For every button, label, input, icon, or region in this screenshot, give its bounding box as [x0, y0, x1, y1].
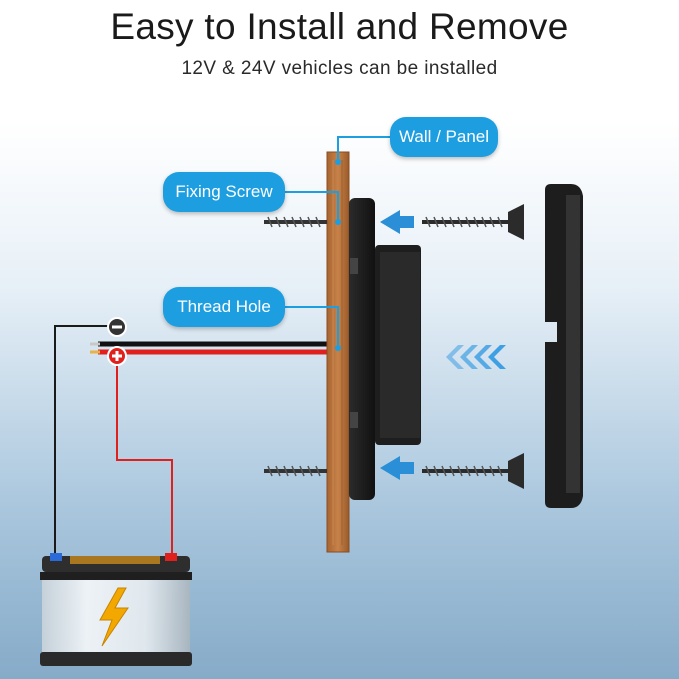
arrow-left-icon: [380, 456, 414, 480]
front-cover: [545, 184, 583, 508]
battery-wires: [54, 325, 173, 556]
screw-icon-top: [422, 204, 524, 240]
power-cables: [90, 341, 330, 355]
callout-lines: [285, 136, 390, 351]
wall-panel: [326, 151, 350, 553]
mounting-base: [349, 198, 421, 500]
screw-icon-bottom-left: [264, 465, 327, 477]
fixing-screw-label: Fixing Screw: [163, 172, 285, 212]
positive-terminal-icon: [107, 346, 127, 366]
page-subtitle: 12V & 24V vehicles can be installed: [181, 58, 498, 79]
thread-hole-label: Thread Hole: [163, 287, 285, 327]
double-chevron-left-icon: [446, 345, 506, 369]
wall-panel-label: Wall / Panel: [390, 117, 498, 157]
page-title: Easy to Install and Remove: [110, 6, 569, 47]
screw-icon-top-left: [264, 216, 327, 228]
lightning-bolt-icon: [99, 587, 129, 647]
negative-terminal-icon: [107, 317, 127, 337]
arrow-left-icon: [380, 210, 414, 234]
screw-icon-bottom: [422, 453, 524, 489]
